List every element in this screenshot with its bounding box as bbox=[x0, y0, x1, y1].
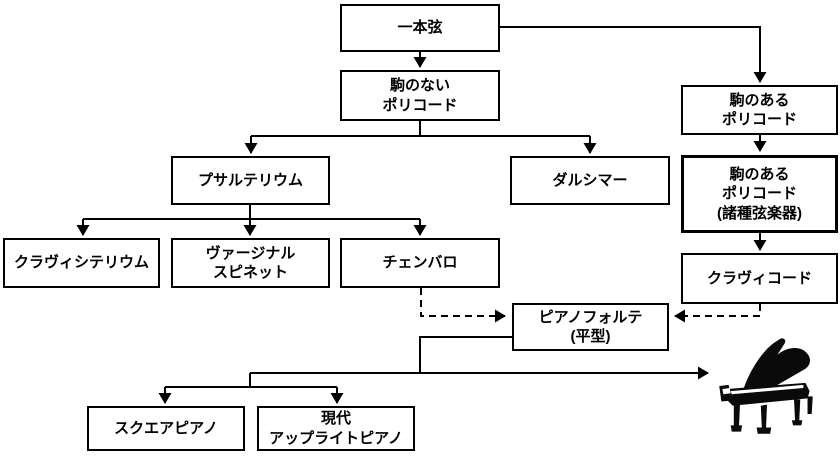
edge-cembalo-to-pianoforte bbox=[420, 288, 506, 323]
node-pianoforte: ピアノフォルテ (平型) bbox=[512, 303, 669, 351]
node-virginal-spinet: ヴァージナル スピネット bbox=[171, 238, 330, 288]
node-bridgeless-polychord: 駒のない ポリコード bbox=[340, 70, 500, 121]
node-one-string: 一本弦 bbox=[340, 4, 500, 52]
node-psalterium: プサルテリウム bbox=[171, 156, 330, 205]
node-clavichord: クラヴィコード bbox=[681, 253, 838, 304]
edge-one_string-to-bridged_polychord bbox=[500, 26, 767, 83]
node-clavicytherium: クラヴィシテリウム bbox=[3, 238, 160, 288]
node-bridged-polychord-various-strings: 駒のある ポリコード (諸種弦楽器) bbox=[681, 155, 838, 233]
edge-pianoforte-to-junction3 bbox=[419, 336, 512, 373]
node-dulcimer: ダルシマー bbox=[510, 156, 670, 205]
edge-clavichord-to-pianoforte bbox=[674, 304, 761, 323]
edges-group bbox=[76, 26, 767, 404]
node-cembalo: チェンバロ bbox=[340, 238, 500, 288]
node-upright-piano: 現代 アップライトピアノ bbox=[257, 406, 415, 451]
node-square-piano: スクエアピアノ bbox=[87, 406, 245, 451]
grand-piano-icon bbox=[712, 337, 820, 437]
node-bridged-polychord: 駒のある ポリコード bbox=[681, 85, 838, 135]
